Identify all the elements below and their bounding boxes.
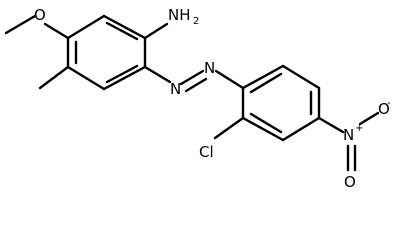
- ring-to-amino-bond: [143, 22, 169, 40]
- left-ring-double-1: [105, 21, 139, 41]
- left-ring-bond-4: [66, 65, 106, 91]
- right-ring-bond-4: [281, 116, 321, 142]
- nitro-nitrogen-label: N: [343, 126, 354, 144]
- azo-to-right-ring-bond: [214, 69, 245, 90]
- nitro-nitrogen-charge-label: +: [355, 123, 363, 134]
- nitro-top-oxygen-label: O: [378, 100, 390, 118]
- left-ring-bond-1: [102, 14, 147, 40]
- ring-to-nitro-bond: [317, 116, 345, 134]
- nitro-bottom-oxygen-label: O: [344, 173, 356, 191]
- azo-nitrogen-2-label: N: [204, 59, 215, 77]
- ring-to-chloro-bond: [213, 116, 245, 140]
- structure-canvas: O NH 2 N N Cl N + O - O: [4, 6, 391, 191]
- ring-to-methyl-bond: [38, 65, 70, 90]
- azo-double-bond-a: [179, 69, 205, 86]
- right-ring-double-3: [249, 112, 283, 134]
- azo-nitrogen-1-label: N: [170, 80, 181, 98]
- methoxy-o-to-methyl-bond: [4, 14, 37, 35]
- ring-to-methoxy-o-bond: [43, 22, 70, 40]
- chemical-structure: O NH 2 N N Cl N + O - O: [4, 6, 391, 191]
- right-ring-bond-1: [241, 64, 285, 90]
- left-ring-double-2: [105, 64, 139, 84]
- ring-to-azo-bond: [143, 65, 172, 84]
- amino-nitrogen-label: NH: [168, 6, 191, 24]
- amino-subscript-label: 2: [193, 16, 199, 27]
- right-ring-bond-2: [281, 64, 321, 90]
- left-ring-bond-3: [102, 65, 147, 91]
- right-ring-bond-5: [241, 116, 285, 142]
- left-ring-bond-6: [66, 14, 106, 40]
- right-ring-double-1: [249, 72, 283, 94]
- methoxy-oxygen-label: O: [34, 6, 46, 24]
- chlorine-label: Cl: [199, 143, 214, 161]
- nitro-n-to-top-o-bond: [358, 111, 380, 126]
- nitro-top-oxygen-charge-label: -: [387, 98, 391, 109]
- azo-double-bond-b: [184, 77, 208, 93]
